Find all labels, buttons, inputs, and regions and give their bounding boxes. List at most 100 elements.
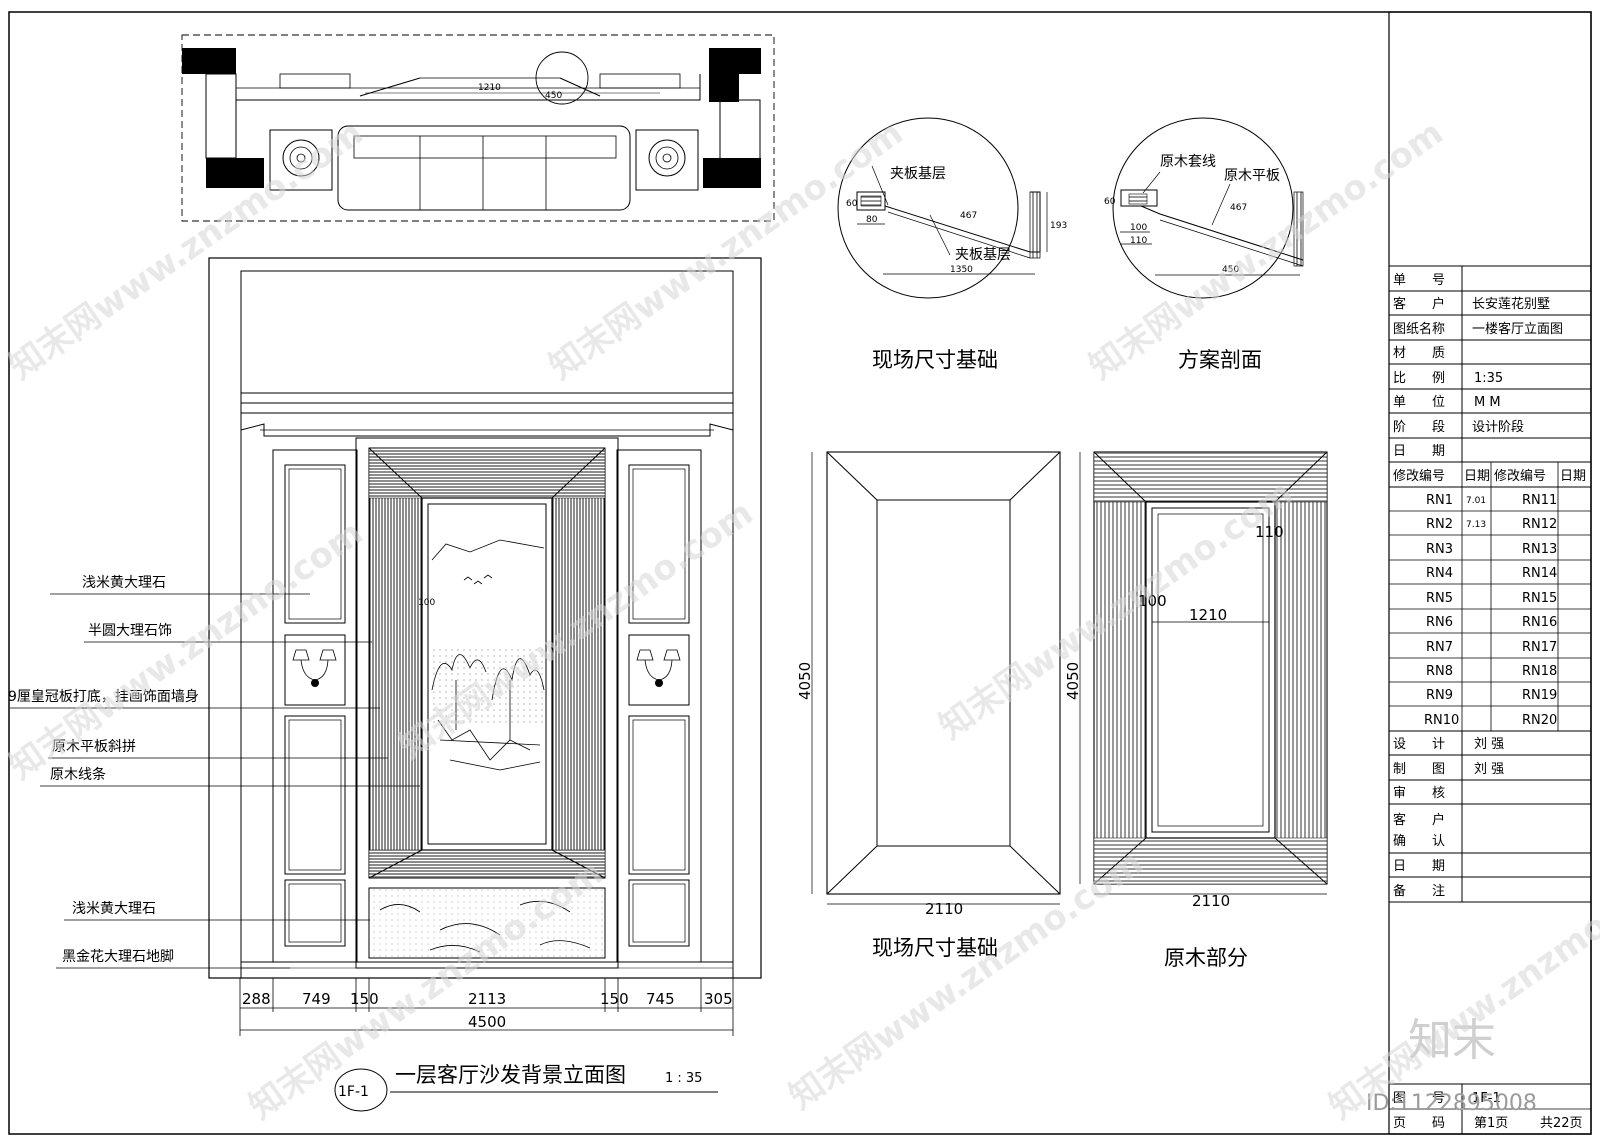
tb-value-page: 第1页 [1474,1116,1508,1131]
dim-total-4500: 4500 [468,1013,506,1031]
callout-marble-bottom: 浅米黄大理石 [72,900,156,917]
rev-no: RN19 [1522,688,1557,703]
watermark-text: 知末网www.znzmo.com [1322,853,1600,1127]
rev-header-no-1: 修改编号 [1393,469,1445,484]
tb-value-unit: M M [1474,395,1501,410]
dim-150-right: 150 [600,990,629,1008]
plan-label-flat-panel: 原木平板 [1224,168,1280,184]
elevation-scale: 1 : 35 [665,1071,702,1086]
tb-value-stage: 设计阶段 [1472,420,1524,435]
tb-label-reviewer: 审 核 [1393,786,1445,801]
watermark-brand: 知末 [1408,1015,1496,1066]
dimension-lines [239,978,734,1036]
watermark-text: 知末网www.znzmo.com [2,513,370,787]
plan-dim-60: 60 [1104,197,1116,207]
tb-label-drawing-name: 图纸名称 [1393,321,1445,337]
panel-site-caption: 现场尺寸基础 [872,936,998,960]
callout-wood-diagonal: 原木平板斜拼 [52,739,136,755]
site-dim-193: 193 [1050,221,1067,231]
rev-header-no-2: 修改编号 [1494,469,1546,484]
tb-label-unit: 单 位 [1393,395,1445,410]
tb-value-drawing-name: 一楼客厅立面图 [1472,321,1563,337]
painting-dim-100: 100 [418,598,435,608]
site-label-top: 夹板基层 [890,165,946,182]
revision-rows: RN1 7.01 RN11 RN2 7.13 RN12 RN3 RN13 RN4… [1424,493,1557,728]
tb-value-designer: 刘 强 [1474,737,1504,752]
elevation-title: 一层客厅沙发背景立面图 [395,1063,626,1087]
watermark-text: 知末网www.znzmo.com [542,113,910,387]
site-label-bottom: 夹板基层 [955,246,1011,263]
tb-label-stage: 阶 段 [1393,420,1445,435]
plan-dim-100: 100 [1130,223,1147,233]
wall-sconce-icon [292,649,337,687]
site-dim-467: 467 [960,211,977,221]
dim-288: 288 [242,990,271,1008]
watermark-id: ID:1122895008 [1366,1091,1537,1116]
rev-no: RN11 [1522,493,1557,508]
tb-label-order-no: 单 号 [1393,273,1445,288]
panel-wood-height: 4050 [1064,662,1082,700]
tb-label-material: 材 质 [1393,346,1445,361]
watermark-text: 知末网www.znzmo.com [2,113,370,387]
tb-label-scale: 比 例 [1393,371,1445,386]
tb-value-scale: 1:35 [1474,371,1503,386]
title-block [1388,11,1592,1135]
floor-plan: 1210 450 [181,34,775,222]
rev-no: RN18 [1522,664,1557,679]
site-caption: 现场尺寸基础 [872,348,998,372]
panel-wood-dim-100: 100 [1138,592,1167,610]
dim-745: 745 [646,990,675,1008]
rev-header-date-2: 日期 [1560,469,1586,484]
rev-no: RN14 [1522,566,1557,581]
rev-no: RN16 [1522,615,1557,630]
plan-label-casing: 原木套线 [1160,154,1216,170]
panel-site-width: 2110 [925,900,963,918]
tb-label-drafter: 制 图 [1393,762,1445,777]
tb-label-figure-no: 图 号 [1393,1091,1445,1106]
panel-site: 4050 2110 现场尺寸基础 [796,451,1061,960]
plan-dim-110: 110 [1130,236,1147,246]
elevation-drawing: 100 浅米黄大理石 半圆大理石饰 9厘皇冠板打底，挂画饰面墙身 原木平板斜拼 … [8,257,762,1112]
tb-label-confirm-date: 日 期 [1393,859,1445,874]
plan-dim-467: 467 [1230,203,1247,213]
panel-wood: 4050 2110 110 100 1210 原木部分 [1064,451,1328,970]
plan-dim-1210: 1210 [478,83,501,93]
plan-dim-450: 450 [1222,265,1239,275]
rev-date: 7.01 [1466,496,1486,506]
tb-value-client: 长安莲花别墅 [1472,296,1550,312]
tb-value-total-pages: 共22页 [1540,1116,1583,1131]
rev-no: RN10 [1424,713,1459,728]
detail-plan-section: 原木套线 原木平板 60 100 110 467 450 方案剖面 [1104,117,1304,372]
panel-wood-width: 2110 [1192,892,1230,910]
rev-no: RN7 [1426,640,1453,655]
rev-no: RN20 [1522,713,1557,728]
drawing-tag-text: 1F-1 [338,1084,369,1100]
rev-no: RN2 [1426,517,1453,532]
rev-no: RN3 [1426,542,1453,557]
callout-leaders [10,593,420,969]
tb-label-client-confirm-2: 确 认 [1393,834,1445,849]
detail-site: 夹板基层 夹板基层 60 80 467 193 1350 现场尺寸基础 [837,117,1067,372]
panel-wood-caption: 原木部分 [1164,946,1248,970]
panel-wood-dim-110: 110 [1255,523,1284,541]
tb-value-figure-no: 1F-1 [1472,1091,1501,1106]
dim-2113: 2113 [468,990,506,1008]
rev-no: RN15 [1522,591,1557,606]
tb-label-client: 客 户 [1393,296,1445,312]
drawing-tag [334,1068,388,1112]
dim-305: 305 [704,990,733,1008]
site-dim-80: 80 [866,215,878,225]
tb-label-designer: 设 计 [1393,737,1445,752]
callout-black-marble-base: 黑金花大理石地脚 [62,949,174,965]
callout-plywood-base: 9厘皇冠板打底，挂画饰面墙身 [8,688,199,705]
rev-no: RN8 [1426,664,1453,679]
rev-no: RN9 [1426,688,1453,703]
rev-no: RN4 [1426,566,1453,581]
tb-label-client-confirm-1: 客 户 [1393,812,1445,828]
rev-no: RN12 [1522,517,1557,532]
callout-half-round-marble: 半圆大理石饰 [88,623,172,639]
rev-no: RN17 [1522,640,1557,655]
dim-749: 749 [302,990,331,1008]
callout-marble-top: 浅米黄大理石 [82,574,166,591]
